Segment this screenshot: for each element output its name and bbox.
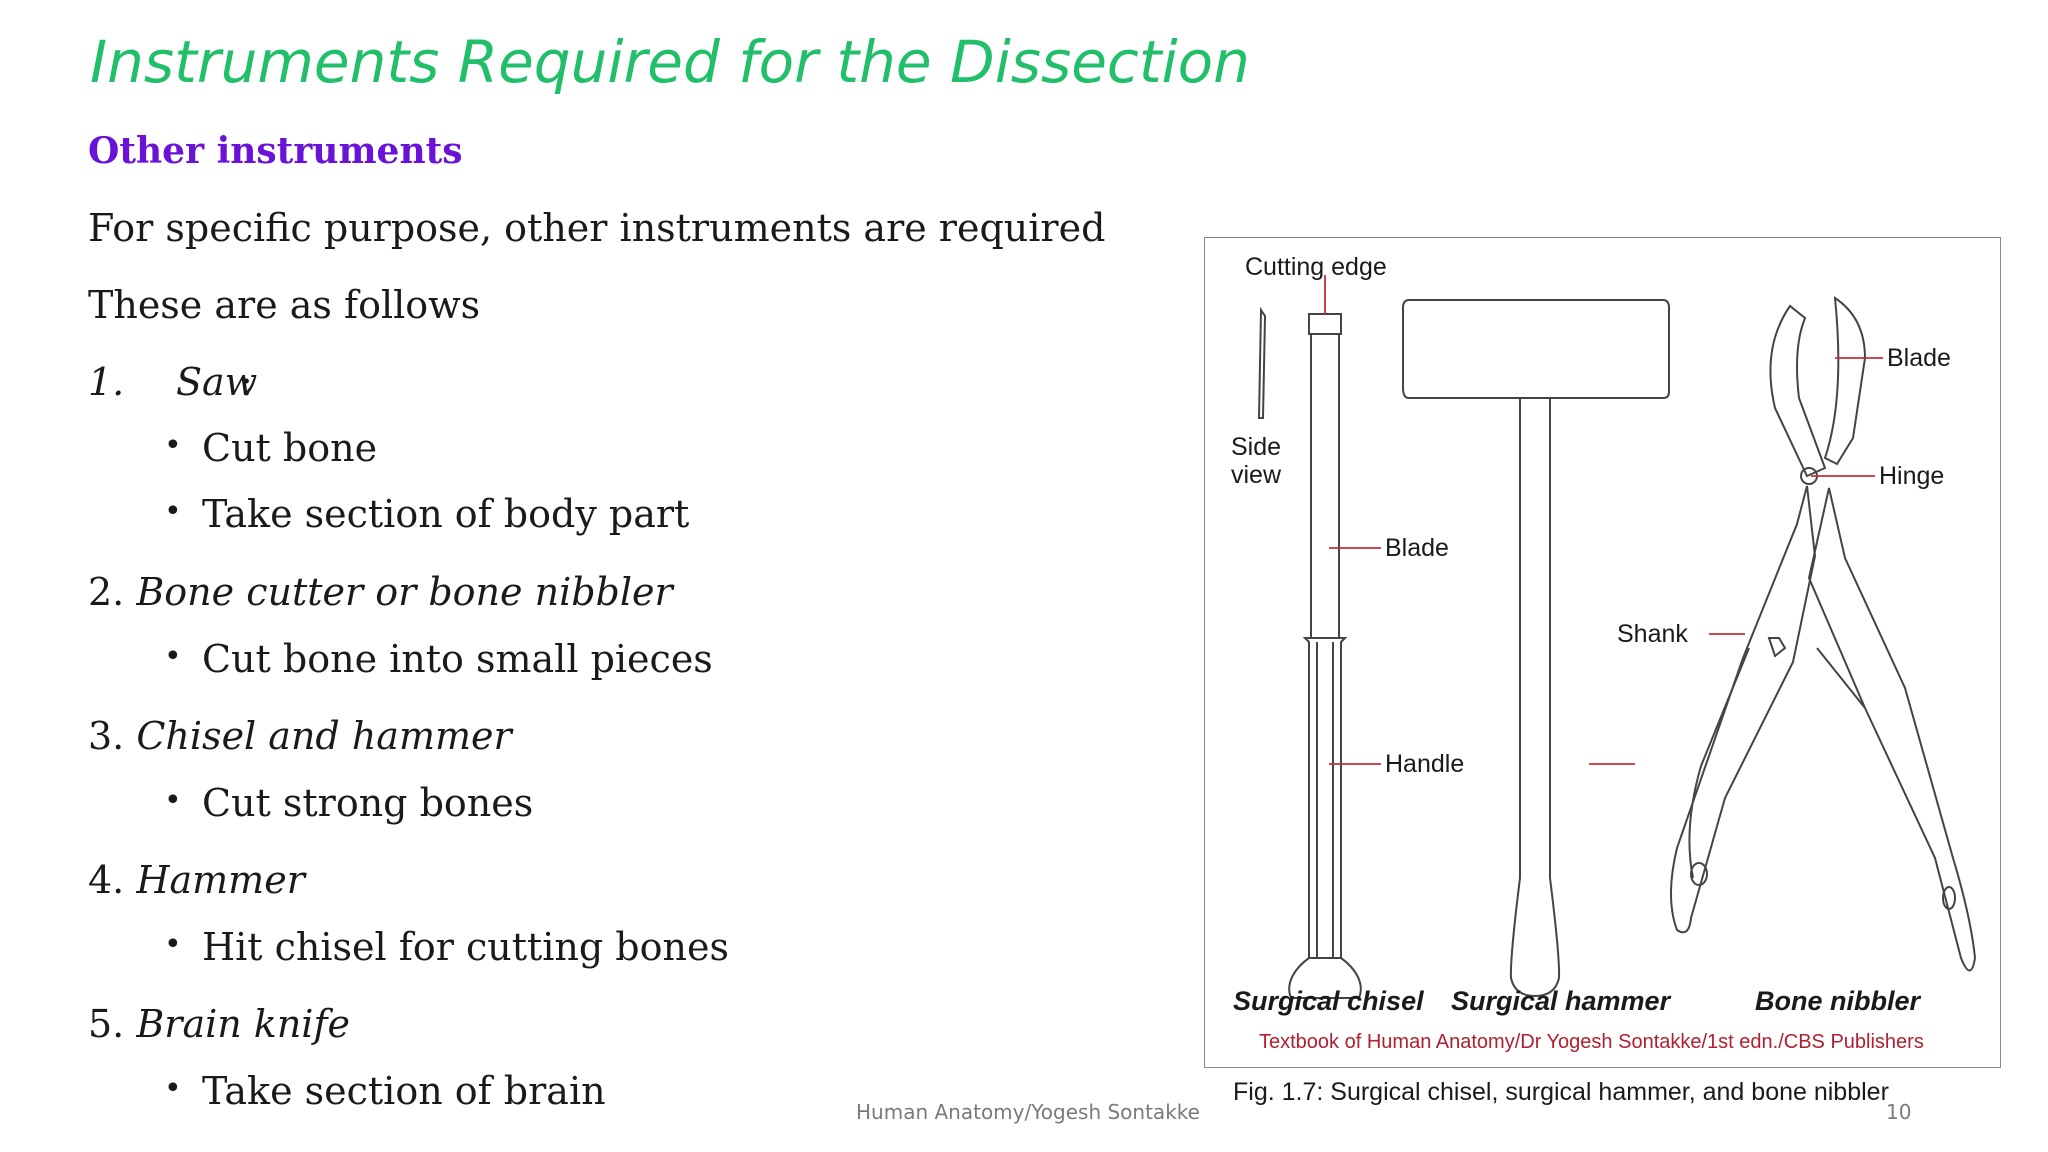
intro-line-2: These are as follows [88, 283, 481, 327]
page-title: Instruments Required for the Dissection [90, 28, 1250, 96]
section-subtitle: Other instruments [88, 130, 463, 172]
item-number: 4. [88, 858, 125, 902]
label-chisel-blade: Blade [1385, 534, 1449, 562]
label-handle: Handle [1385, 750, 1464, 778]
list-item-hammer: 4. Hammer [88, 858, 305, 902]
surgical-chisel-drawing [1288, 313, 1362, 999]
list-item-bone-cutter: 2. Bone cutter or bone nibbler [88, 570, 673, 614]
bullet-text: Cut bone into small pieces [202, 637, 713, 681]
intro-line-1: For specific purpose, other instruments … [88, 206, 1106, 250]
item-name: Bone cutter or bone nibbler [136, 570, 673, 614]
item-name: Brain knife [136, 1002, 351, 1046]
bullet-icon: • [164, 639, 182, 674]
item-number: 3. [88, 714, 125, 758]
bullet-text: Cut bone [202, 426, 378, 470]
figure-credit: Textbook of Human Anatomy/Dr Yogesh Sont… [1259, 1031, 1924, 1053]
item-name: Chisel and hammer [136, 714, 512, 758]
item-number: 1. [88, 360, 125, 404]
bullet-icon: • [164, 1071, 182, 1106]
label-cutting-edge: Cutting edge [1245, 253, 1387, 281]
bullet-text: Hit chisel for cutting bones [202, 925, 729, 969]
bullet-text: Take section of brain [202, 1069, 606, 1113]
surgical-hammer-drawing [1402, 299, 1670, 998]
page-number: 10 [1886, 1100, 1912, 1124]
list-item-saw: 1. Saw: [88, 360, 257, 404]
name-bone-nibbler: Bone nibbler [1755, 986, 1921, 1016]
item-number: 5. [88, 1002, 125, 1046]
item-name: Saw [176, 360, 258, 404]
label-side: Side [1231, 433, 1281, 461]
leader-lines [1324, 275, 1883, 765]
name-surgical-chisel: Surgical chisel [1233, 986, 1424, 1016]
item-suffix: : [240, 360, 253, 404]
bullet-icon: • [164, 783, 182, 818]
footer-text: Human Anatomy/Yogesh Sontakke [856, 1100, 1200, 1124]
instrument-figure: Cutting edge Side view Blade Handle Shan… [1204, 237, 2001, 1068]
label-hinge: Hinge [1879, 462, 1944, 490]
bullet-text: Take section of body part [202, 492, 690, 536]
list-item-brain-knife: 5. Brain knife [88, 1002, 350, 1046]
bullet-icon: • [164, 927, 182, 962]
bullet-text: Cut strong bones [202, 781, 534, 825]
chisel-side-view-drawing [1257, 306, 1267, 419]
label-shank: Shank [1617, 620, 1688, 648]
item-number: 2. [88, 570, 125, 614]
figure-caption: Fig. 1.7: Surgical chisel, surgical hamm… [1233, 1078, 1889, 1106]
bullet-icon: • [164, 428, 182, 463]
bullet-icon: • [164, 494, 182, 529]
item-name: Hammer [136, 858, 305, 902]
label-view: view [1231, 461, 1282, 489]
bone-nibbler-drawing [1670, 295, 1977, 972]
list-item-chisel-hammer: 3. Chisel and hammer [88, 714, 512, 758]
label-nibbler-blade: Blade [1887, 344, 1951, 372]
name-surgical-hammer: Surgical hammer [1451, 986, 1672, 1016]
